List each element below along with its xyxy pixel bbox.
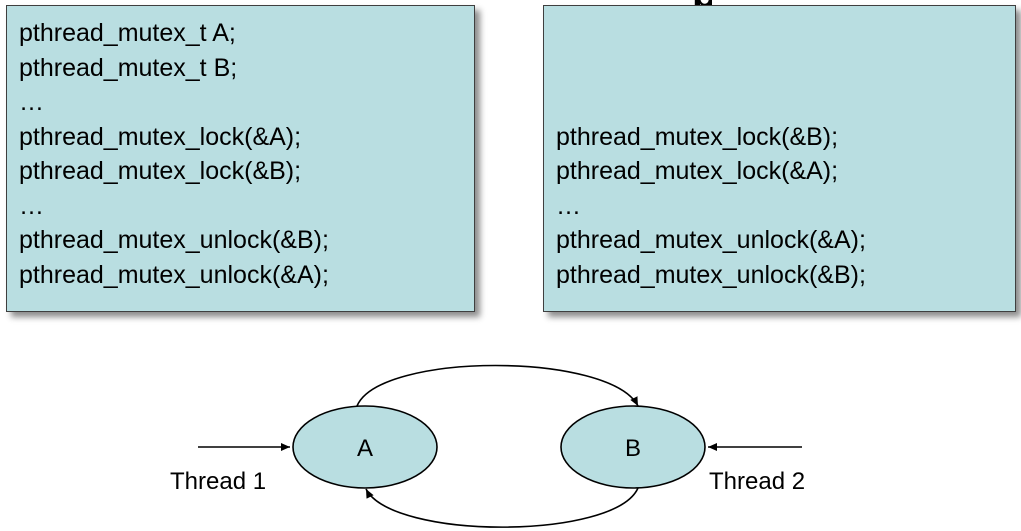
code-line: pthread_mutex_lock(&A); [556, 157, 839, 185]
node-b-label: B [625, 435, 641, 462]
code-line: pthread_mutex_unlock(&A); [19, 260, 329, 289]
arc-a-to-b [356, 364, 639, 407]
code-line: pthread_mutex_lock(&A); [19, 122, 302, 151]
code-line: … [556, 191, 581, 220]
code-line: pthread_mutex_t A; [19, 19, 236, 47]
thread-2-label: Thread 2 [709, 468, 805, 495]
code-line: pthread_mutex_unlock(&A); [556, 226, 866, 254]
code-line: pthread_mutex_lock(&B); [556, 122, 839, 151]
slide-title-fragment: p [692, 0, 712, 6]
node-a [292, 405, 438, 489]
code-line: … [19, 191, 44, 220]
code-line: pthread_mutex_lock(&B); [19, 157, 302, 185]
code-line: pthread_mutex_t B; [19, 53, 238, 82]
node-b [560, 405, 706, 489]
arc-b-to-a [365, 487, 639, 528]
code-line: … [19, 88, 44, 116]
thread-1-code-box: pthread_mutex_t A; pthread_mutex_t B; … … [6, 5, 475, 312]
thread-2-code-box: pthread_mutex_lock(&B); pthread_mutex_lo… [543, 5, 1016, 312]
code-line: pthread_mutex_unlock(&B); [556, 260, 866, 289]
code-line: pthread_mutex_unlock(&B); [19, 226, 329, 254]
node-a-label: A [357, 435, 373, 462]
thread-1-label: Thread 1 [170, 468, 266, 495]
